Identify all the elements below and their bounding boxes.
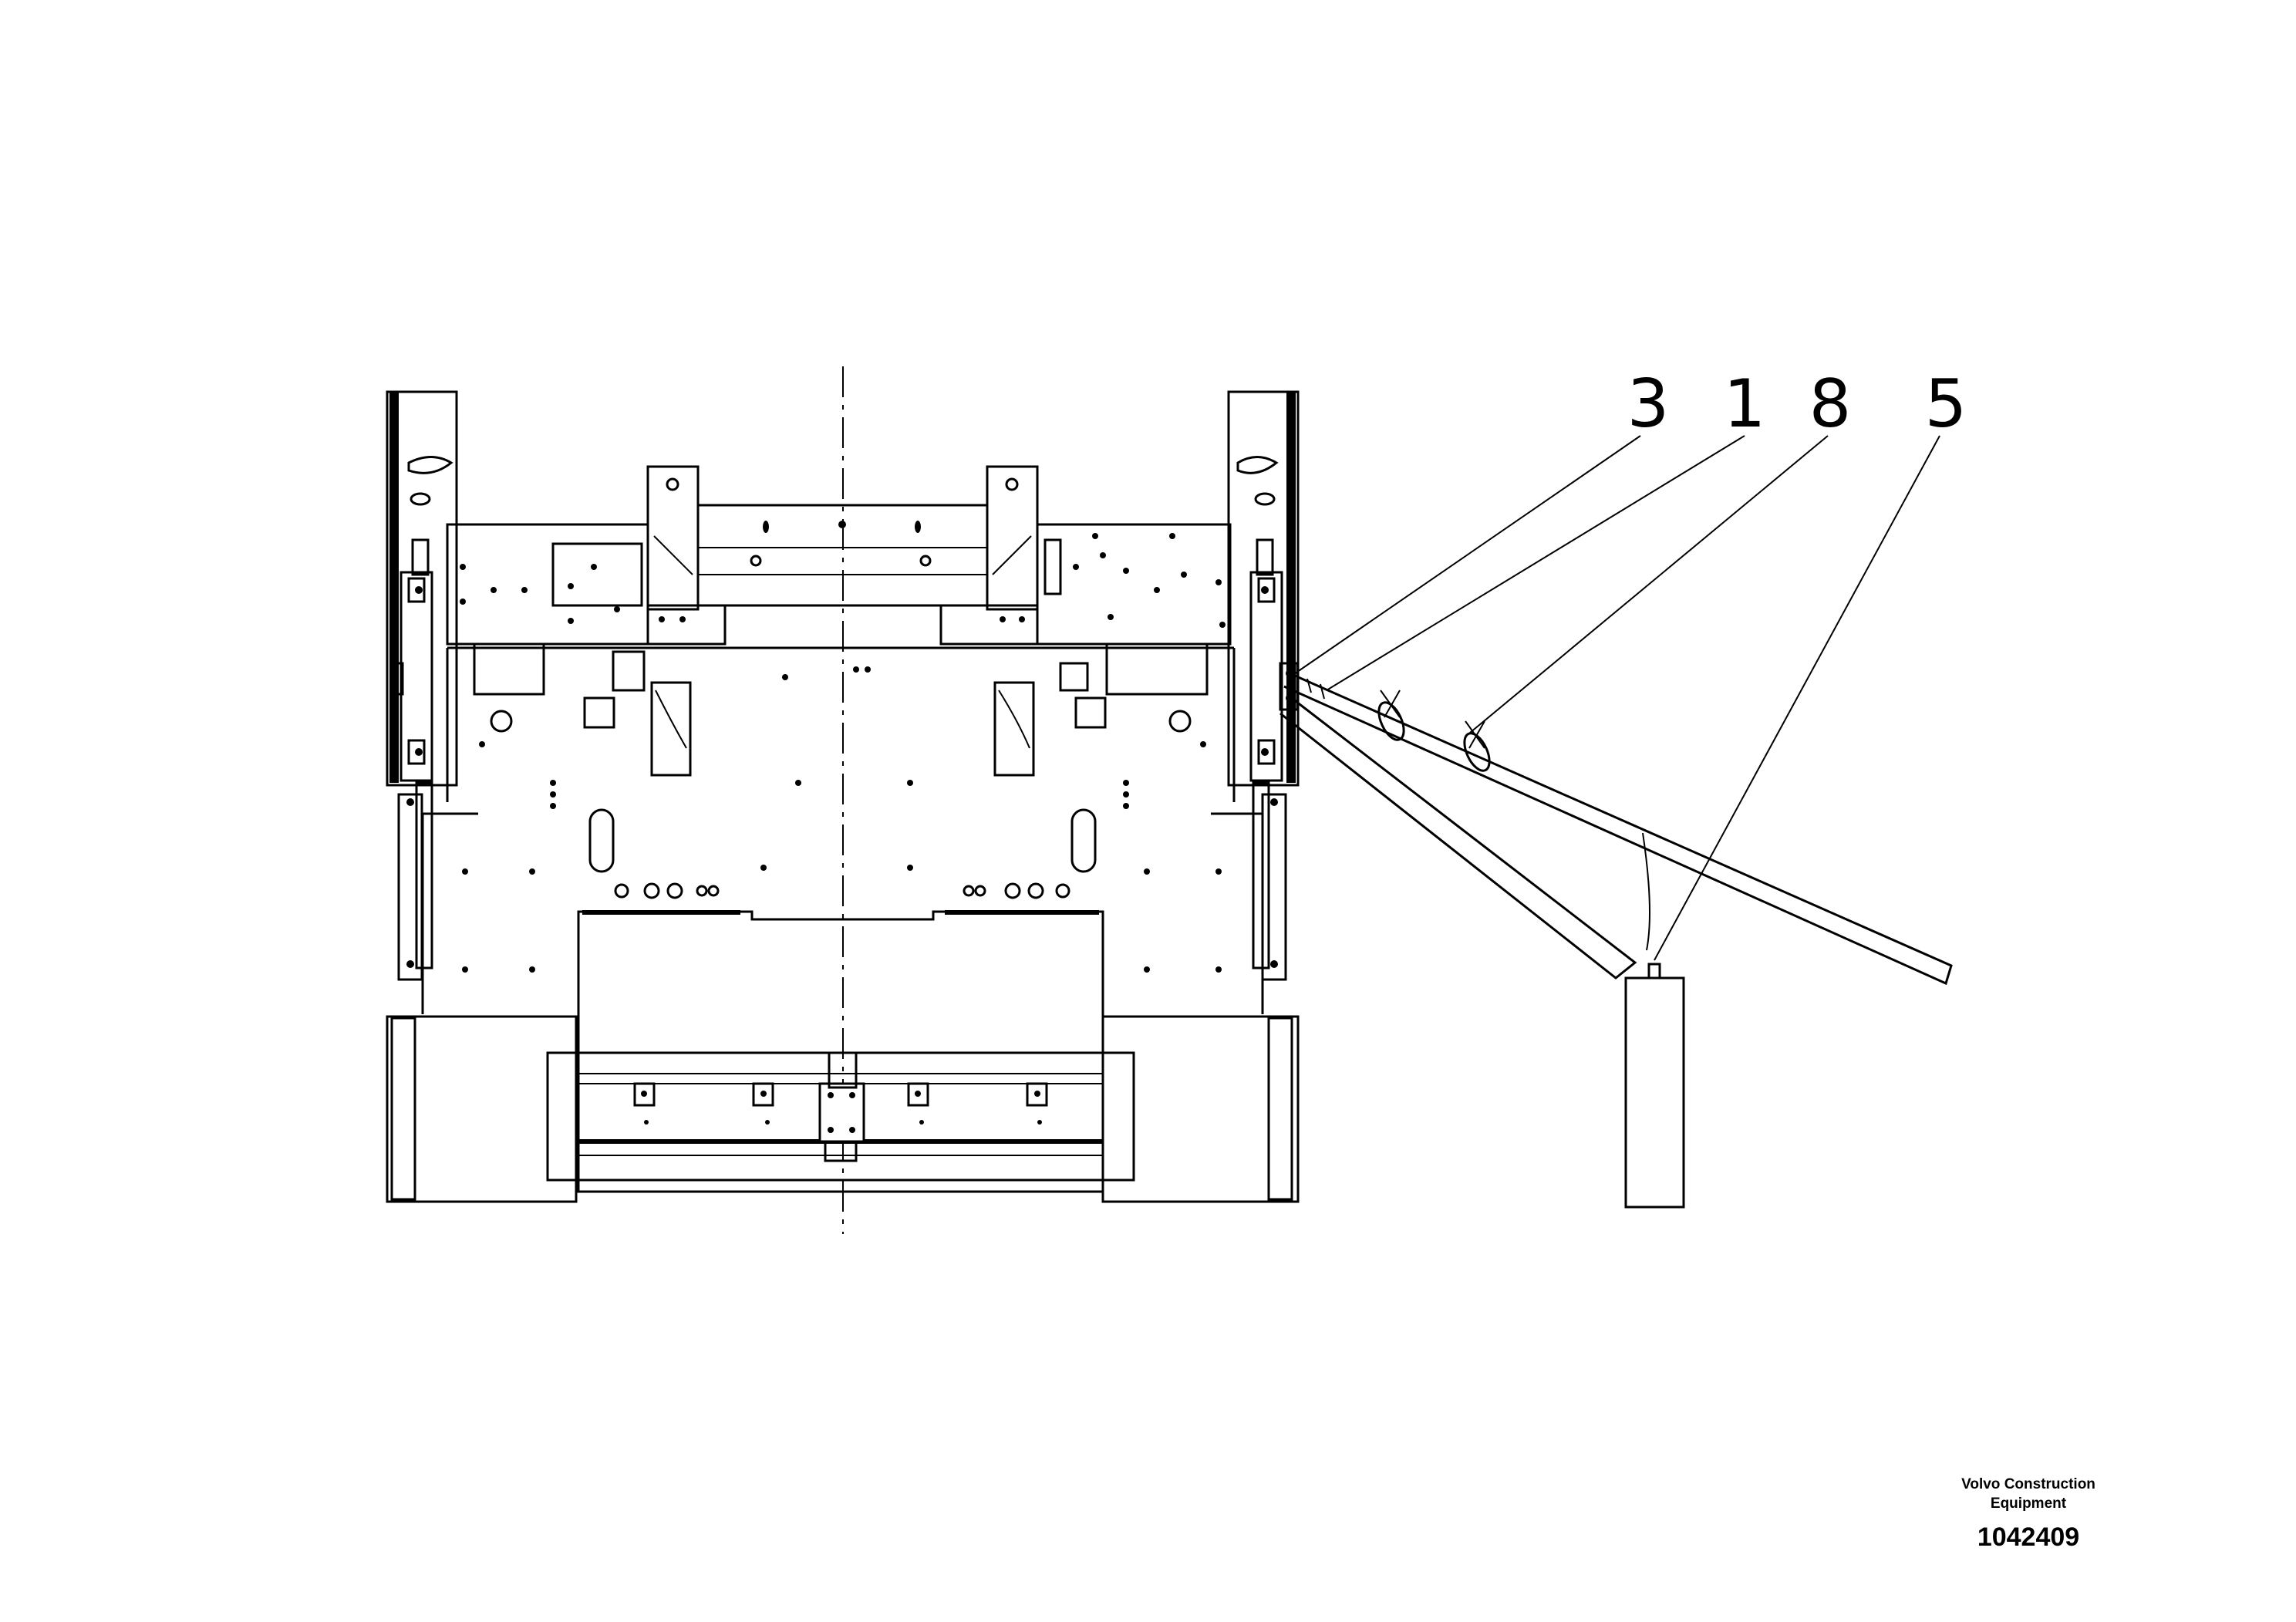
leader-line-3 — [1289, 435, 1641, 678]
plate-features — [462, 666, 1222, 973]
left-upper-plate — [446, 523, 649, 696]
callout-3: 3 — [1627, 366, 1670, 443]
leader-line-5 — [1654, 435, 1940, 961]
brand-line-1: Volvo Construction — [1961, 1476, 2095, 1492]
main-plate — [421, 646, 1264, 1014]
swing-arm — [1279, 672, 1953, 986]
left-side-frame — [386, 390, 578, 1203]
document-number: 1042409 — [1977, 1523, 2079, 1552]
brand-line-2: Equipment — [1991, 1496, 2067, 1512]
callout-5: 5 — [1925, 366, 1967, 443]
leader-lines — [1289, 435, 1940, 961]
leader-line-1 — [1326, 435, 1745, 691]
right-upper-plate — [1036, 523, 1232, 696]
lower-housing — [546, 910, 1135, 1193]
tank — [1624, 832, 1685, 1209]
wire-loops — [1377, 690, 1491, 772]
left-bracket — [646, 465, 727, 646]
right-bracket — [939, 465, 1039, 646]
leader-line-8 — [1465, 435, 1829, 737]
callout-1: 1 — [1724, 366, 1766, 443]
callout-8: 8 — [1809, 366, 1852, 443]
right-side-frame — [1101, 390, 1300, 1203]
